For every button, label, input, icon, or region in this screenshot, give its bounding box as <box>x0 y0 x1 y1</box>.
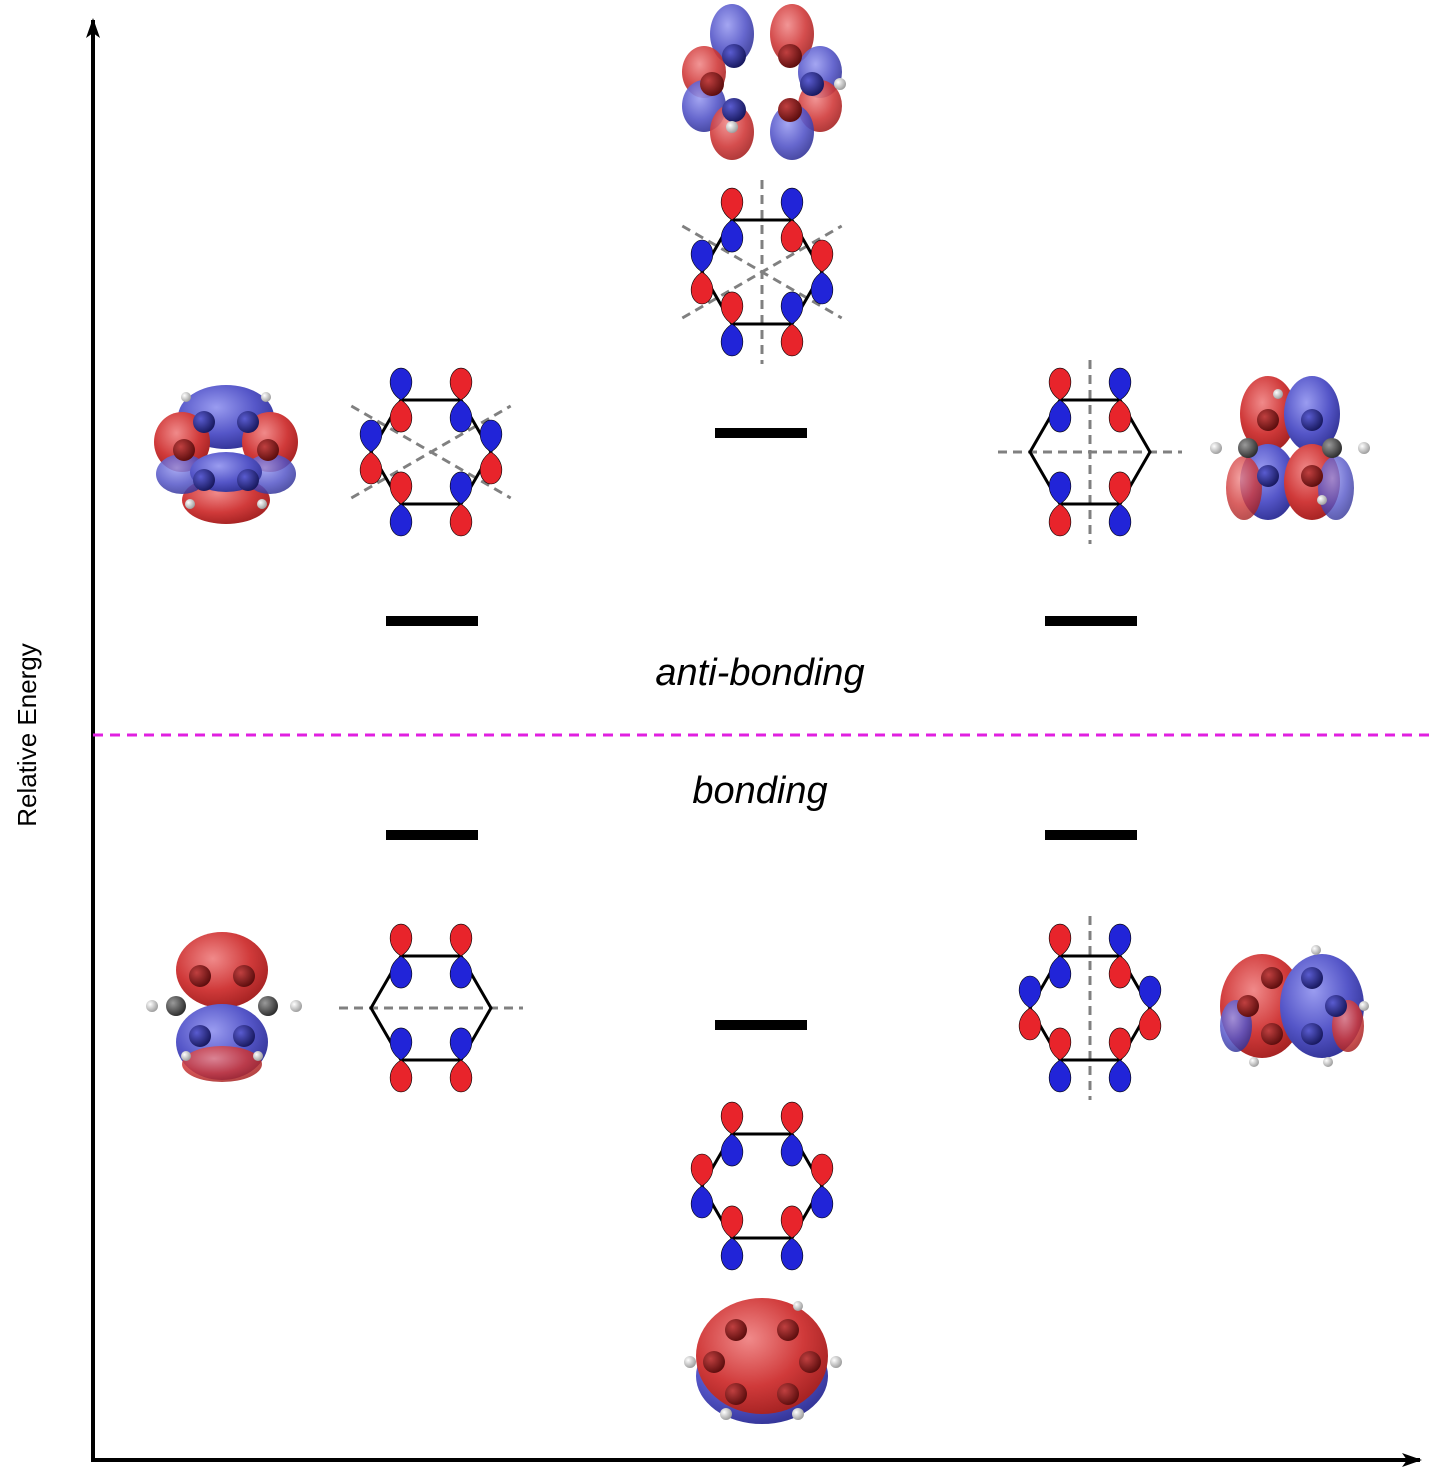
energy-level-psi5 <box>1045 616 1137 626</box>
bonding-label: bonding <box>692 770 827 812</box>
p-orbital-upper-lobe <box>720 291 744 325</box>
schematic-psi6 <box>681 180 843 364</box>
p-orbital-lower-lobe <box>720 219 744 253</box>
p-orbital-upper-lobe <box>1048 367 1072 401</box>
p-orbital-lower-lobe <box>1108 399 1132 433</box>
y-axis-label: Relative Energy <box>12 643 42 827</box>
p-orbital-upper-lobe <box>1018 975 1042 1009</box>
p-orbital-upper-lobe <box>1048 471 1072 505</box>
p-orbital-lower-lobe <box>1108 503 1132 537</box>
p-orbital-upper-lobe <box>449 367 473 401</box>
p-orbital-lower-lobe <box>449 399 473 433</box>
p-orbital-upper-lobe <box>449 923 473 957</box>
schematic-psi1 <box>690 1101 834 1271</box>
p-orbital-lower-lobe <box>690 1185 714 1219</box>
rendered-orbital-psi2 <box>146 932 302 1082</box>
p-orbital-lower-lobe <box>1018 1007 1042 1041</box>
p-orbital-upper-lobe <box>1108 367 1132 401</box>
p-orbital-lower-lobe <box>449 955 473 989</box>
p-orbital-lower-lobe <box>389 955 413 989</box>
p-orbital-upper-lobe <box>1138 975 1162 1009</box>
energy-level-psi2 <box>386 830 478 840</box>
p-orbital-lower-lobe <box>449 503 473 537</box>
energy-level-psi6 <box>715 428 807 438</box>
p-orbital-lower-lobe <box>479 451 503 485</box>
p-orbital-upper-lobe <box>1108 923 1132 957</box>
p-orbital-lower-lobe <box>389 1059 413 1093</box>
p-orbital-lower-lobe <box>1048 399 1072 433</box>
antibonding-label: anti-bonding <box>655 652 864 694</box>
p-orbital-lower-lobe <box>720 1237 744 1271</box>
p-orbital-upper-lobe <box>449 1027 473 1061</box>
nodal-plane <box>350 404 512 500</box>
p-orbital-lower-lobe <box>1108 955 1132 989</box>
p-orbital-lower-lobe <box>810 271 834 305</box>
p-orbital-lower-lobe <box>780 1133 804 1167</box>
p-orbital-upper-lobe <box>810 1153 834 1187</box>
schematic-psi5 <box>998 360 1182 544</box>
p-orbital-lower-lobe <box>720 1133 744 1167</box>
p-orbital-upper-lobe <box>1108 1027 1132 1061</box>
p-orbital-upper-lobe <box>780 1101 804 1135</box>
p-orbital-lower-lobe <box>359 451 383 485</box>
p-orbital-lower-lobe <box>1048 1059 1072 1093</box>
rendered-orbital-psi6 <box>682 4 846 160</box>
p-orbital-lower-lobe <box>389 503 413 537</box>
p-orbital-upper-lobe <box>690 239 714 273</box>
p-orbital-upper-lobe <box>479 419 503 453</box>
p-orbital-lower-lobe <box>690 271 714 305</box>
p-orbital-upper-lobe <box>1108 471 1132 505</box>
p-orbital-upper-lobe <box>780 291 804 325</box>
p-orbital-upper-lobe <box>810 239 834 273</box>
p-orbital-upper-lobe <box>720 187 744 221</box>
schematic-psi2 <box>339 923 523 1093</box>
p-orbital-lower-lobe <box>810 1185 834 1219</box>
energy-level-psi3 <box>1045 830 1137 840</box>
rendered-orbital-psi5 <box>1210 376 1370 520</box>
p-orbital-lower-lobe <box>1048 503 1072 537</box>
p-orbital-upper-lobe <box>389 471 413 505</box>
p-orbital-lower-lobe <box>1108 1059 1132 1093</box>
energy-levels <box>386 428 1137 1030</box>
p-orbital-lower-lobe <box>780 1237 804 1271</box>
schematic-psi3 <box>1018 916 1162 1100</box>
nodal-plane <box>681 224 843 320</box>
schematic-psi4 <box>350 367 512 537</box>
p-orbital-upper-lobe <box>449 471 473 505</box>
p-orbital-lower-lobe <box>1048 955 1072 989</box>
p-orbital-upper-lobe <box>690 1153 714 1187</box>
p-orbital-upper-lobe <box>359 419 383 453</box>
energy-level-psi4 <box>386 616 478 626</box>
orbital-schematics <box>339 180 1182 1271</box>
p-orbital-lower-lobe <box>1138 1007 1162 1041</box>
p-orbital-upper-lobe <box>389 1027 413 1061</box>
p-orbital-lower-lobe <box>720 323 744 357</box>
p-orbital-upper-lobe <box>1048 1027 1072 1061</box>
p-orbital-lower-lobe <box>449 1059 473 1093</box>
energy-level-psi1 <box>715 1020 807 1030</box>
benzene-ring <box>700 1132 824 1240</box>
rendered-orbital-psi4 <box>154 385 298 524</box>
p-orbital-lower-lobe <box>780 323 804 357</box>
rendered-orbital-psi3 <box>1220 945 1369 1067</box>
rendered-orbital-psi1 <box>684 1298 842 1424</box>
p-orbital-lower-lobe <box>780 219 804 253</box>
p-orbital-upper-lobe <box>389 923 413 957</box>
p-orbital-upper-lobe <box>780 187 804 221</box>
p-orbital-lower-lobe <box>389 399 413 433</box>
p-orbital-upper-lobe <box>720 1205 744 1239</box>
rendered-orbitals <box>146 4 1370 1424</box>
p-orbital-upper-lobe <box>1048 923 1072 957</box>
p-orbital-upper-lobe <box>389 367 413 401</box>
p-orbital-upper-lobe <box>780 1205 804 1239</box>
p-orbital-upper-lobe <box>720 1101 744 1135</box>
axes: Relative Energy <box>12 18 1422 1467</box>
